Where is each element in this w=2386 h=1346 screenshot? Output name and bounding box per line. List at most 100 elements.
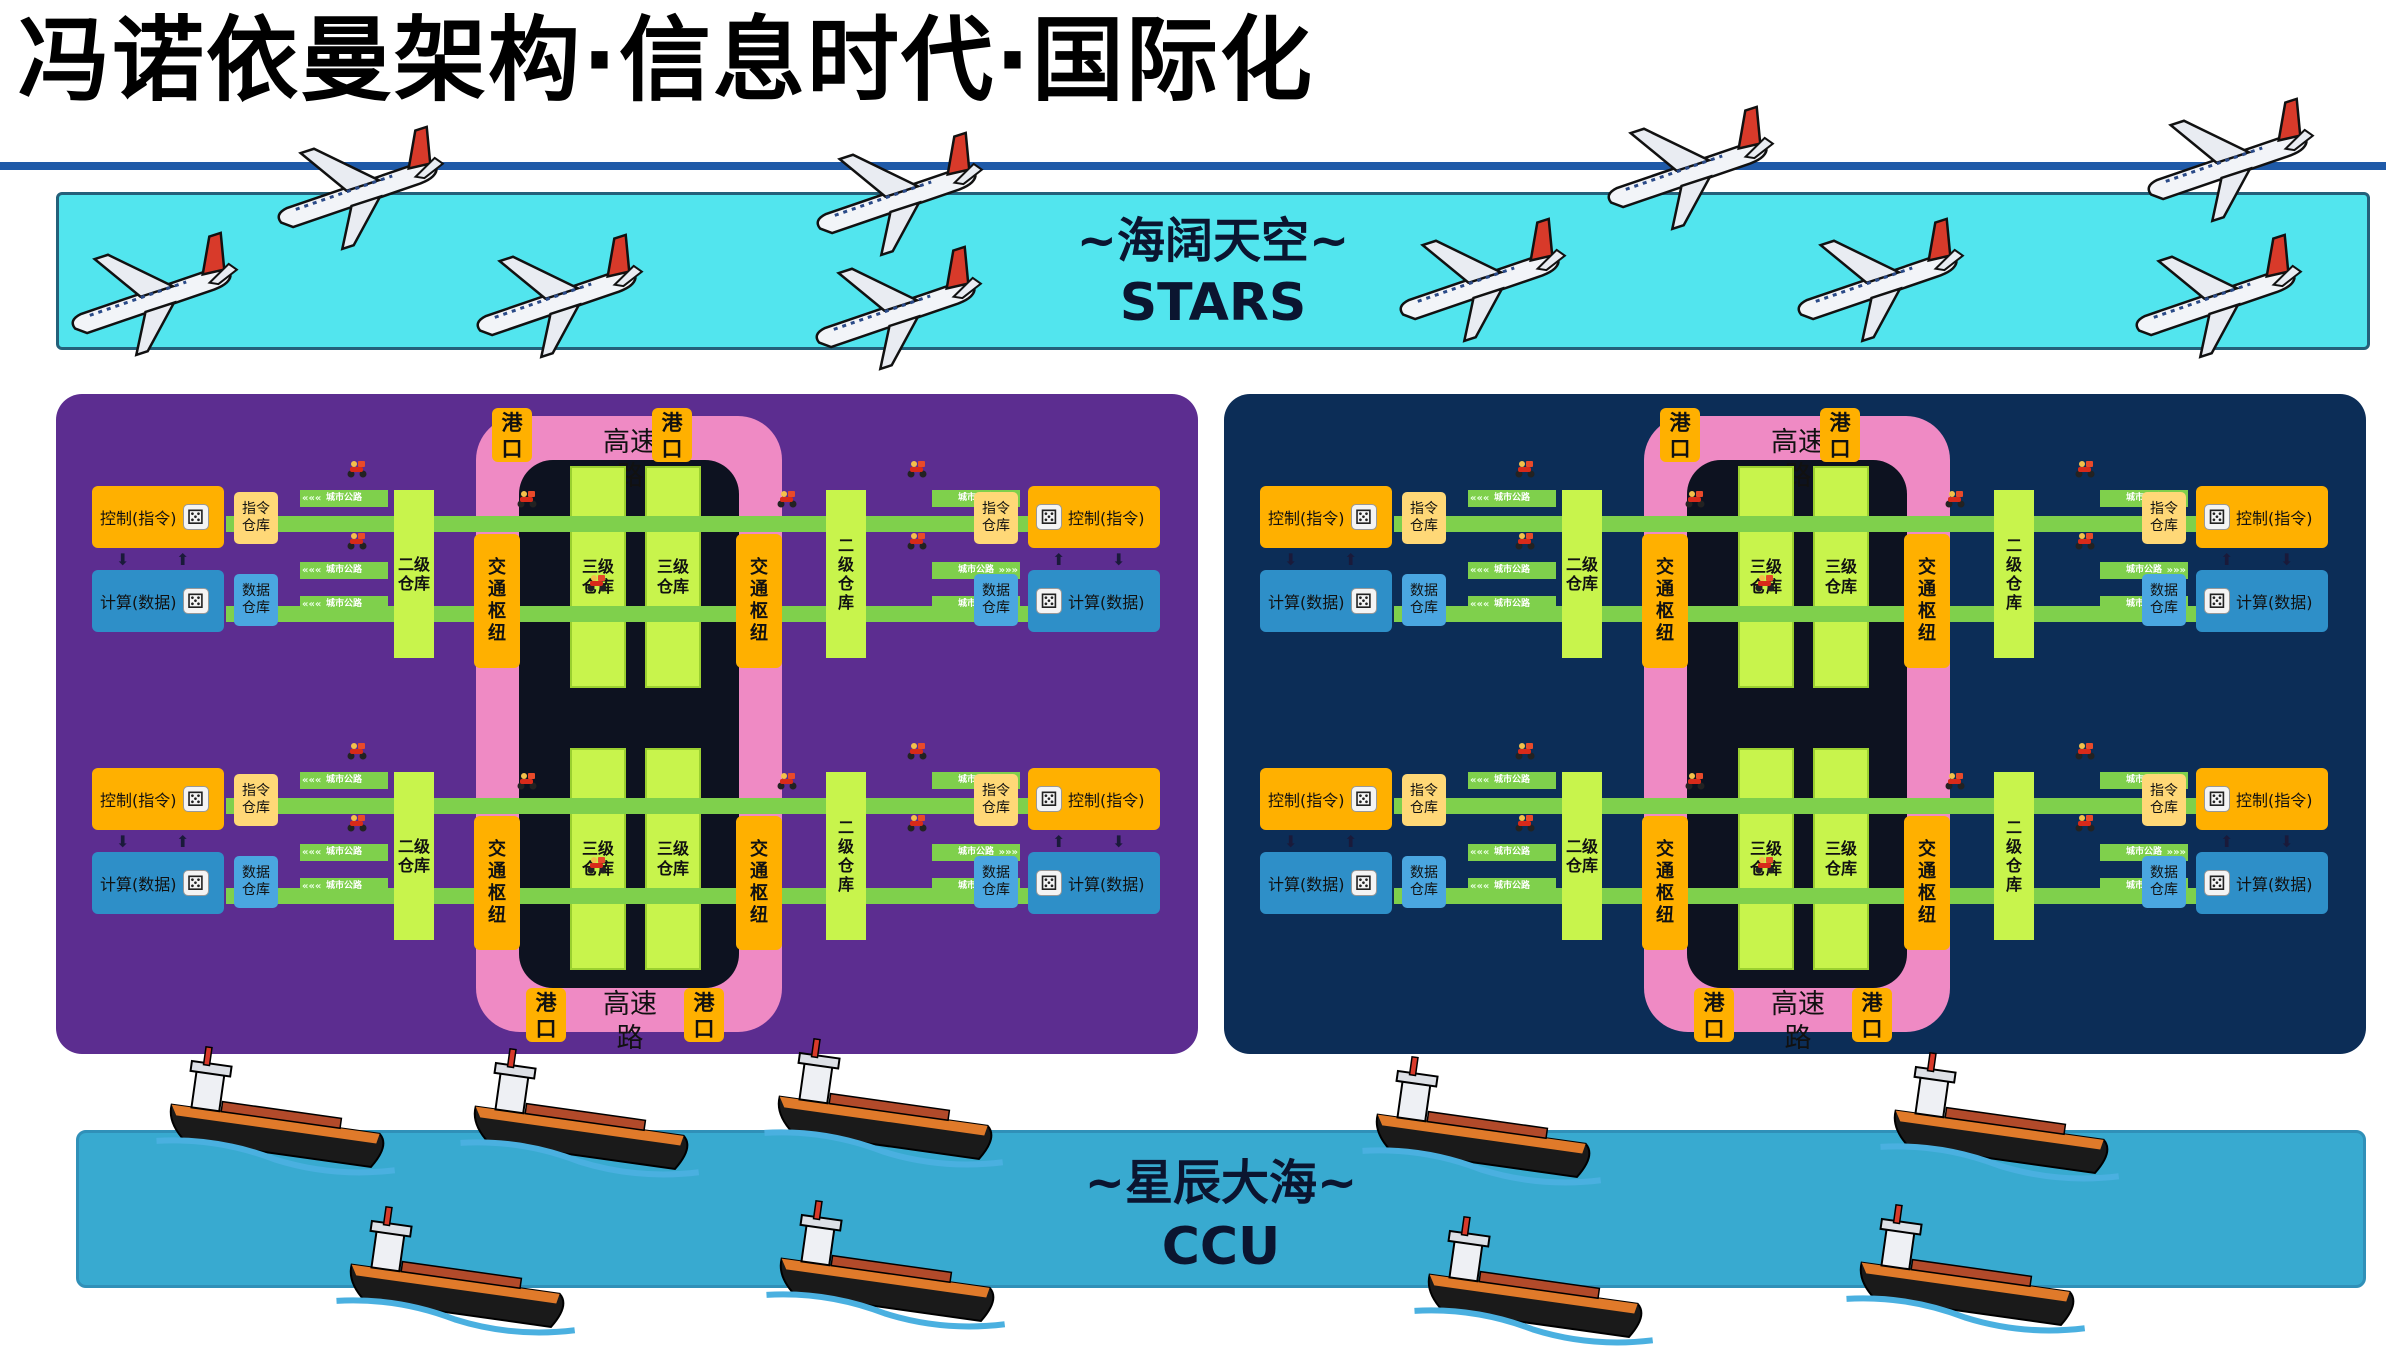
cargo-ship-icon <box>336 1205 576 1336</box>
courier-scooter-icon <box>2074 814 2096 832</box>
level2-warehouse: 二级仓库 <box>1562 772 1602 940</box>
cargo-ship-icon <box>1414 1215 1654 1346</box>
control-box: 控制(指令)⚄ <box>1260 486 1392 548</box>
airplane-icon <box>2147 97 2315 223</box>
flow-arrow-icon: ⬆ <box>1344 550 1358 569</box>
airplane-icon <box>1399 217 1567 343</box>
level2-warehouse: 二级仓库 <box>1994 772 2034 940</box>
courier-scooter-icon <box>776 772 798 790</box>
flow-arrow-icon: ⬇ <box>1284 832 1298 851</box>
courier-scooter-icon <box>586 856 608 874</box>
compute-box: ⚄计算(数据) <box>2196 852 2328 914</box>
data-store: 数据仓库 <box>974 574 1018 626</box>
system-panel-left: 高速路高速路港口港口港口港口三级仓库三级仓库交通枢纽交通枢纽二级仓库二级仓库城市… <box>56 394 1198 1054</box>
control-label: 控制(指令) <box>2236 791 2313 810</box>
control-label: 控制(指令) <box>1268 791 1345 810</box>
flow-arrow-icon: ⬆ <box>176 550 190 569</box>
connector-bar <box>1394 516 2254 532</box>
data-store: 数据仓库 <box>2142 574 2186 626</box>
flow-arrow-icon: ⬆ <box>2220 550 2234 569</box>
cargo-ship-icon <box>766 1199 1006 1330</box>
compute-box: 计算(数据) ⚄ <box>1260 570 1392 632</box>
control-label: 控制(指令) <box>100 509 177 528</box>
city-road: 城市公路 <box>1468 490 1556 507</box>
die-icon: ⚄ <box>1350 504 1377 530</box>
airplane-icon <box>476 233 644 359</box>
airplane-icon <box>1607 105 1775 231</box>
die-icon: ⚄ <box>1350 588 1377 614</box>
connector-bar <box>226 516 1086 532</box>
flow-arrow-icon: ⬇ <box>2280 832 2294 851</box>
die-icon: ⚄ <box>1036 870 1062 896</box>
courier-scooter-icon <box>906 460 928 478</box>
instruction-store: 指令仓库 <box>2142 492 2186 544</box>
traffic-hub: 交通枢纽 <box>474 816 520 950</box>
port-box: 港口 <box>684 988 724 1042</box>
cargo-ship-icon <box>1362 1055 1602 1186</box>
flow-arrow-icon: ⬆ <box>1344 832 1358 851</box>
port-box: 港口 <box>652 408 692 462</box>
cargo-ship-icon <box>156 1045 396 1176</box>
control-box: ⚄控制(指令) <box>2196 486 2328 548</box>
traffic-hub: 交通枢纽 <box>736 816 782 950</box>
level2-warehouse: 二级仓库 <box>826 490 866 658</box>
traffic-hub: 交通枢纽 <box>1904 816 1950 950</box>
system-panel-right: 高速路高速路港口港口港口港口三级仓库三级仓库交通枢纽交通枢纽二级仓库二级仓库城市… <box>1224 394 2366 1054</box>
airplane-icon <box>1797 217 1965 343</box>
instruction-store: 指令仓库 <box>974 492 1018 544</box>
control-box: 控制(指令) ⚄ <box>1260 768 1392 830</box>
highway-label-bottom: 高速路 <box>603 989 657 1054</box>
sky-band: ~海阔天空~ STARS <box>56 192 2370 350</box>
airplane-icon <box>71 231 239 357</box>
die-icon: ⚄ <box>1036 588 1062 614</box>
control-box: ⚄控制(指令) <box>2196 768 2328 830</box>
compute-label: 计算(数据) <box>1068 593 1145 612</box>
airplane-icon <box>277 125 445 251</box>
data-store: 数据仓库 <box>2142 856 2186 908</box>
level2-warehouse: 二级仓库 <box>1562 490 1602 658</box>
courier-scooter-icon <box>346 742 368 760</box>
courier-scooter-icon <box>2074 532 2096 550</box>
city-road: 城市公路 <box>300 490 388 507</box>
courier-scooter-icon <box>346 460 368 478</box>
courier-scooter-icon <box>906 814 928 832</box>
connector-bar <box>226 606 1086 622</box>
control-box: ⚄控制(指令) <box>1028 768 1160 830</box>
connector-bar <box>1394 606 2254 622</box>
city-road: 城市公路 <box>300 596 388 613</box>
port-box: 港口 <box>1660 408 1700 462</box>
data-store: 数据仓库 <box>974 856 1018 908</box>
city-road: 城市公路 <box>1468 772 1556 789</box>
instruction-store: 指令仓库 <box>234 774 278 826</box>
connector-bar <box>226 888 1086 904</box>
airplane-icon <box>815 245 983 371</box>
courier-scooter-icon <box>586 574 608 592</box>
cargo-ship-icon <box>1880 1051 2120 1182</box>
traffic-hub: 交通枢纽 <box>1642 816 1688 950</box>
compute-label: 计算(数据) <box>100 593 177 612</box>
connector-bar <box>1394 888 2254 904</box>
instruction-store: 指令仓库 <box>2142 774 2186 826</box>
level2-warehouse: 二级仓库 <box>394 772 434 940</box>
level2-warehouse: 二级仓库 <box>394 490 434 658</box>
level2-warehouse: 二级仓库 <box>826 772 866 940</box>
data-store: 数据仓库 <box>1402 856 1446 908</box>
die-icon: ⚄ <box>1350 786 1377 812</box>
flow-arrow-icon: ⬆ <box>1052 550 1066 569</box>
core-area <box>519 460 739 988</box>
city-road: 城市公路 <box>1468 844 1556 861</box>
control-label: 控制(指令) <box>100 791 177 810</box>
courier-scooter-icon <box>1684 490 1706 508</box>
courier-scooter-icon <box>776 490 798 508</box>
level3-warehouse: 三级仓库 <box>1813 466 1869 688</box>
flow-arrow-icon: ⬆ <box>2220 832 2234 851</box>
instruction-store: 指令仓库 <box>974 774 1018 826</box>
level3-warehouse: 三级仓库 <box>645 466 701 688</box>
compute-label: 计算(数据) <box>1268 593 1345 612</box>
compute-box: ⚄计算(数据) <box>1028 852 1160 914</box>
courier-scooter-icon <box>1754 574 1776 592</box>
airplane-icon <box>2135 233 2303 359</box>
courier-scooter-icon <box>1514 814 1536 832</box>
flow-arrow-icon: ⬆ <box>176 832 190 851</box>
